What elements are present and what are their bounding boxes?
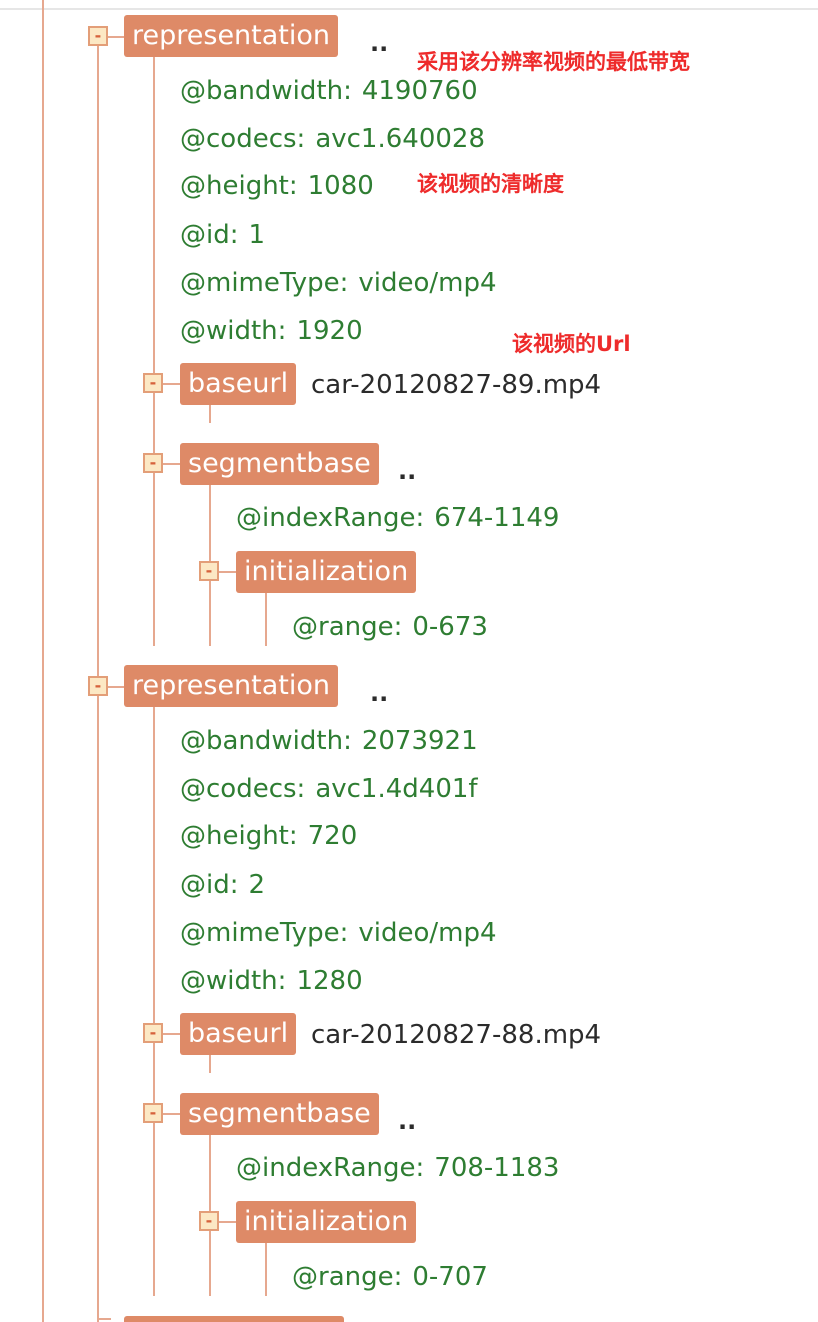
- attr-range: @range:0-707: [292, 1262, 488, 1292]
- attr-height: @height:720: [180, 821, 358, 851]
- tree-line-root: [42, 0, 44, 1322]
- attr-index-range: @indexRange:674-1149: [236, 503, 560, 533]
- tree-branch: [163, 383, 181, 385]
- tree-branch: [163, 1033, 181, 1035]
- baseurl-value: car-20120827-88.mp4: [311, 1020, 602, 1050]
- attr-width: @width:1280: [180, 966, 363, 996]
- segmentbase-tag[interactable]: segmentbase: [180, 443, 379, 485]
- collapse-toggle-icon[interactable]: -: [143, 1023, 163, 1043]
- initialization-tag[interactable]: initialization: [236, 1201, 417, 1243]
- attr-height: @height:1080: [180, 171, 374, 201]
- attr-mimetype: @mimeType:video/mp4: [180, 918, 497, 948]
- baseurl-value: car-20120827-89.mp4: [311, 370, 602, 400]
- collapse-toggle-icon[interactable]: -: [88, 676, 108, 696]
- top-divider: [0, 0, 818, 10]
- attr-index-range: @indexRange:708-1183: [236, 1153, 560, 1183]
- tree-branch: [219, 1221, 237, 1223]
- attr-codecs: @codecs:avc1.4d401f: [180, 774, 478, 804]
- baseurl-tag[interactable]: baseurl: [180, 363, 297, 405]
- collapse-toggle-icon[interactable]: -: [199, 561, 219, 581]
- collapse-toggle-icon[interactable]: -: [199, 1211, 219, 1231]
- attr-bandwidth: @bandwidth:4190760: [180, 76, 478, 106]
- collapsed-ellipsis: ..: [398, 1107, 417, 1135]
- tree-branch: [219, 571, 237, 573]
- attr-range: @range:0-673: [292, 612, 488, 642]
- tree-branch: [163, 1113, 181, 1115]
- attr-width: @width:1920: [180, 316, 363, 346]
- representation-tag[interactable]: representation: [124, 15, 339, 57]
- collapse-toggle-icon[interactable]: -: [88, 26, 108, 46]
- collapsed-ellipsis: ..: [370, 679, 389, 707]
- collapsed-ellipsis: ..: [398, 457, 417, 485]
- tree-line-baseurl: [209, 405, 211, 423]
- baseurl-tag[interactable]: baseurl: [180, 1013, 297, 1055]
- annotation-height: 该视频的清晰度: [417, 172, 564, 196]
- tree-line-baseurl: [209, 1055, 211, 1073]
- attr-mimetype: @mimeType:video/mp4: [180, 268, 497, 298]
- tree-branch: [97, 1318, 111, 1320]
- tree-branch: [107, 36, 125, 38]
- representation-tag-partial[interactable]: [124, 1316, 344, 1322]
- tree-line-children: [153, 707, 155, 1296]
- tree-branch: [107, 686, 125, 688]
- tree-line-initialization: [265, 593, 267, 646]
- segmentbase-tag[interactable]: segmentbase: [180, 1093, 379, 1135]
- tree-branch: [163, 463, 181, 465]
- collapsed-ellipsis: ..: [370, 29, 389, 57]
- collapse-toggle-icon[interactable]: -: [143, 373, 163, 393]
- collapse-toggle-icon[interactable]: -: [143, 453, 163, 473]
- annotation-bandwidth: 采用该分辨率视频的最低带宽: [417, 50, 690, 74]
- initialization-tag[interactable]: initialization: [236, 551, 417, 593]
- annotation-url: 该视频的Url: [512, 332, 631, 356]
- tree-line-children: [153, 57, 155, 646]
- attr-bandwidth: @bandwidth:2073921: [180, 726, 478, 756]
- tree-line-initialization: [265, 1243, 267, 1296]
- attr-id: @id:1: [180, 220, 266, 250]
- collapse-toggle-icon[interactable]: -: [143, 1103, 163, 1123]
- attr-codecs: @codecs:avc1.640028: [180, 124, 485, 154]
- representation-tag[interactable]: representation: [124, 665, 339, 707]
- attr-id: @id:2: [180, 870, 266, 900]
